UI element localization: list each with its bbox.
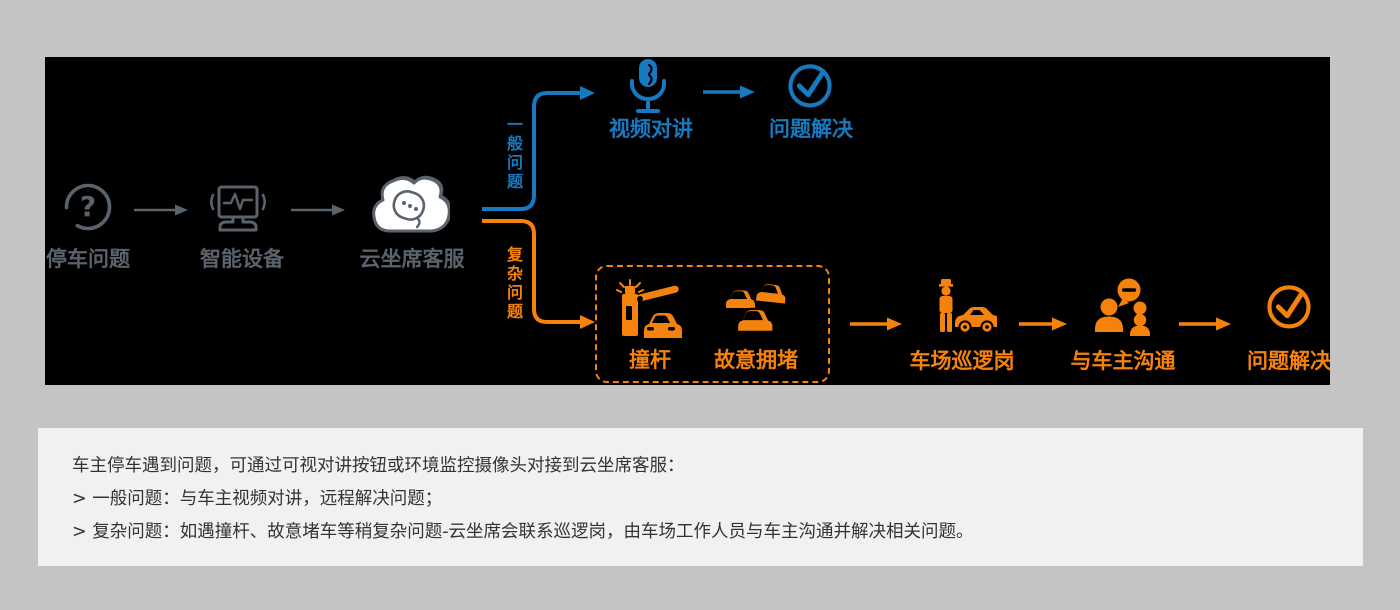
note-general: > 一般问题：与车主视频对讲，远程解决问题； [72,489,443,509]
note-complex: > 复杂问题：如遇撞杆、故意堵车等稍复杂问题-云坐席会联系巡逻岗，由车场工作人员… [72,522,974,542]
description-note: 车主停车遇到问题，可通过可视对讲按钮或环境监控摄像头对接到云坐席客服： > 一般… [38,428,1363,566]
check-circle-icon [1265,282,1313,330]
solved-general-label: 问题解决 [769,117,853,141]
arrow-right-icon [702,84,756,100]
check-circle-icon [786,61,834,109]
solved-complex-label: 问题解决 [1247,349,1330,373]
patrol-post-label: 车场巡逻岗 [909,349,1015,373]
branch-general-label: 一般问题 [504,116,523,192]
svg-text:?: ? [80,190,96,223]
arrow-right-icon [290,203,346,217]
question-circle-icon: ? [62,181,114,233]
cloud-headset-icon [366,167,450,245]
arrow-right-icon [133,203,189,217]
traffic-jam-icon [724,280,788,340]
people-chat-icon [1093,276,1157,340]
hit-barrier-label: 撞杆 [629,348,671,372]
communicate-owner-label: 与车主沟通 [1070,349,1176,373]
arrow-right-icon [1018,316,1068,332]
note-intro: 车主停车遇到问题，可通过可视对讲按钮或环境监控摄像头对接到云坐席客服： [72,456,685,476]
complex-scenarios-box [595,265,830,383]
cloud-agent-label: 云坐席客服 [359,247,465,271]
monitor-pulse-icon [204,182,272,242]
patrol-person-car-icon [929,276,997,340]
flowchart-panel: ? 停车问题 智能设备 [45,57,1330,385]
deliberate-congestion-label: 故意拥堵 [714,348,798,372]
arrow-right-icon [849,316,903,332]
microphone-icon [625,57,671,115]
branch-complex-label: 复杂问题 [504,246,523,322]
smart-device-label: 智能设备 [200,247,284,271]
branch-connector-lines [475,82,650,334]
arrow-right-icon [1178,316,1232,332]
parking-problem-label: 停车问题 [46,247,130,271]
video-intercom-label: 视频对讲 [609,117,693,141]
barrier-gate-car-icon [616,278,682,344]
